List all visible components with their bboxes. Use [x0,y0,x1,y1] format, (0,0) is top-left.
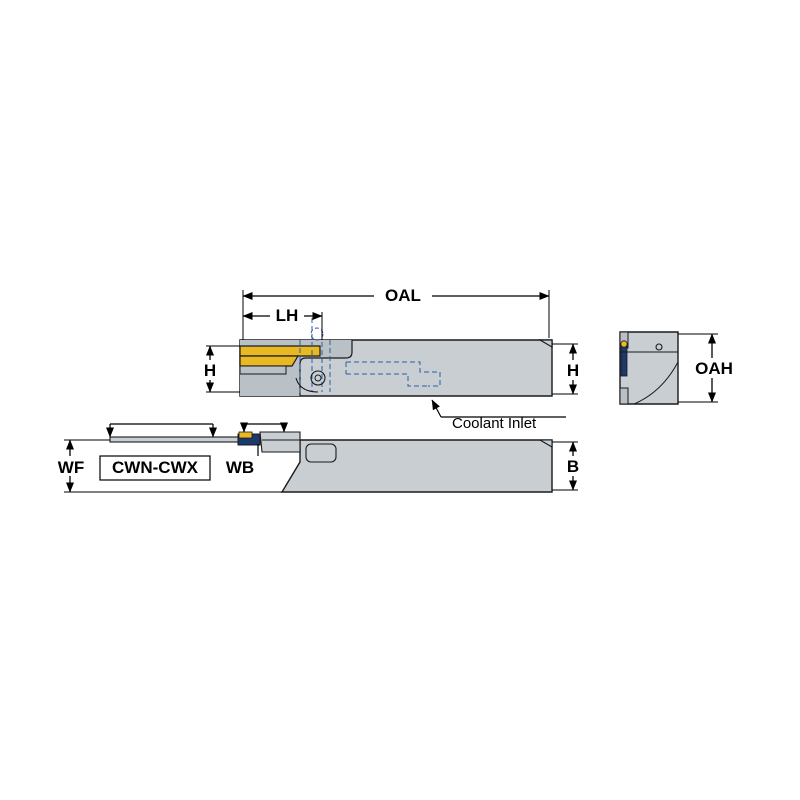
oah-label: OAH [695,359,733,378]
h-left-label-bg [196,360,224,380]
oah-label-bg [688,358,740,378]
h-right-label: H [567,361,579,380]
coolant-channel-2 [346,373,428,387]
plan-view: WF CWN-CWX WB B [54,422,585,493]
wb-label-bg [216,456,264,478]
wb-label: WB [226,458,254,477]
screw-circle-lower [310,370,326,386]
plan-pocket [305,443,337,463]
coolant-inlet-label: Coolant Inlet [452,415,537,432]
plan-insert [238,431,253,439]
insert-support [239,365,287,375]
plan-rear-chamfer [537,439,553,448]
wf-label-bg [54,456,88,476]
h-right-label-bg [560,360,588,380]
cwn-label-box [99,455,211,481]
end-view-notch-bottom [619,387,629,405]
cutting-insert [239,355,300,367]
wf-label: WF [58,458,84,477]
end-view-body [619,331,679,405]
b-label-bg [561,456,585,476]
end-view-blade [620,345,628,377]
cwn-cwx-label: CWN-CWX [112,458,199,477]
screw-circle-upper [310,327,324,341]
end-view-curve [633,361,679,405]
seat-curve [295,377,319,393]
lh-label-bg [270,304,304,326]
b-label: B [567,457,579,476]
coolant-inlet-leader [431,399,442,418]
plan-shank-body [280,439,553,493]
side-view-top: OAL LH H H Coolant Inlet [196,284,588,432]
plan-blade-base [259,431,301,453]
head-outline [299,340,353,396]
lh-label: LH [276,306,299,325]
coolant-channel-1 [346,361,441,387]
oal-label: OAL [385,286,421,305]
h-left-label: H [204,361,216,380]
insert-clamp [239,345,321,357]
end-view-insert [620,340,628,348]
oal-label-bg [374,284,432,306]
end-view: OAH [619,331,740,405]
screw-center [314,374,322,382]
end-view-screw [655,343,663,351]
